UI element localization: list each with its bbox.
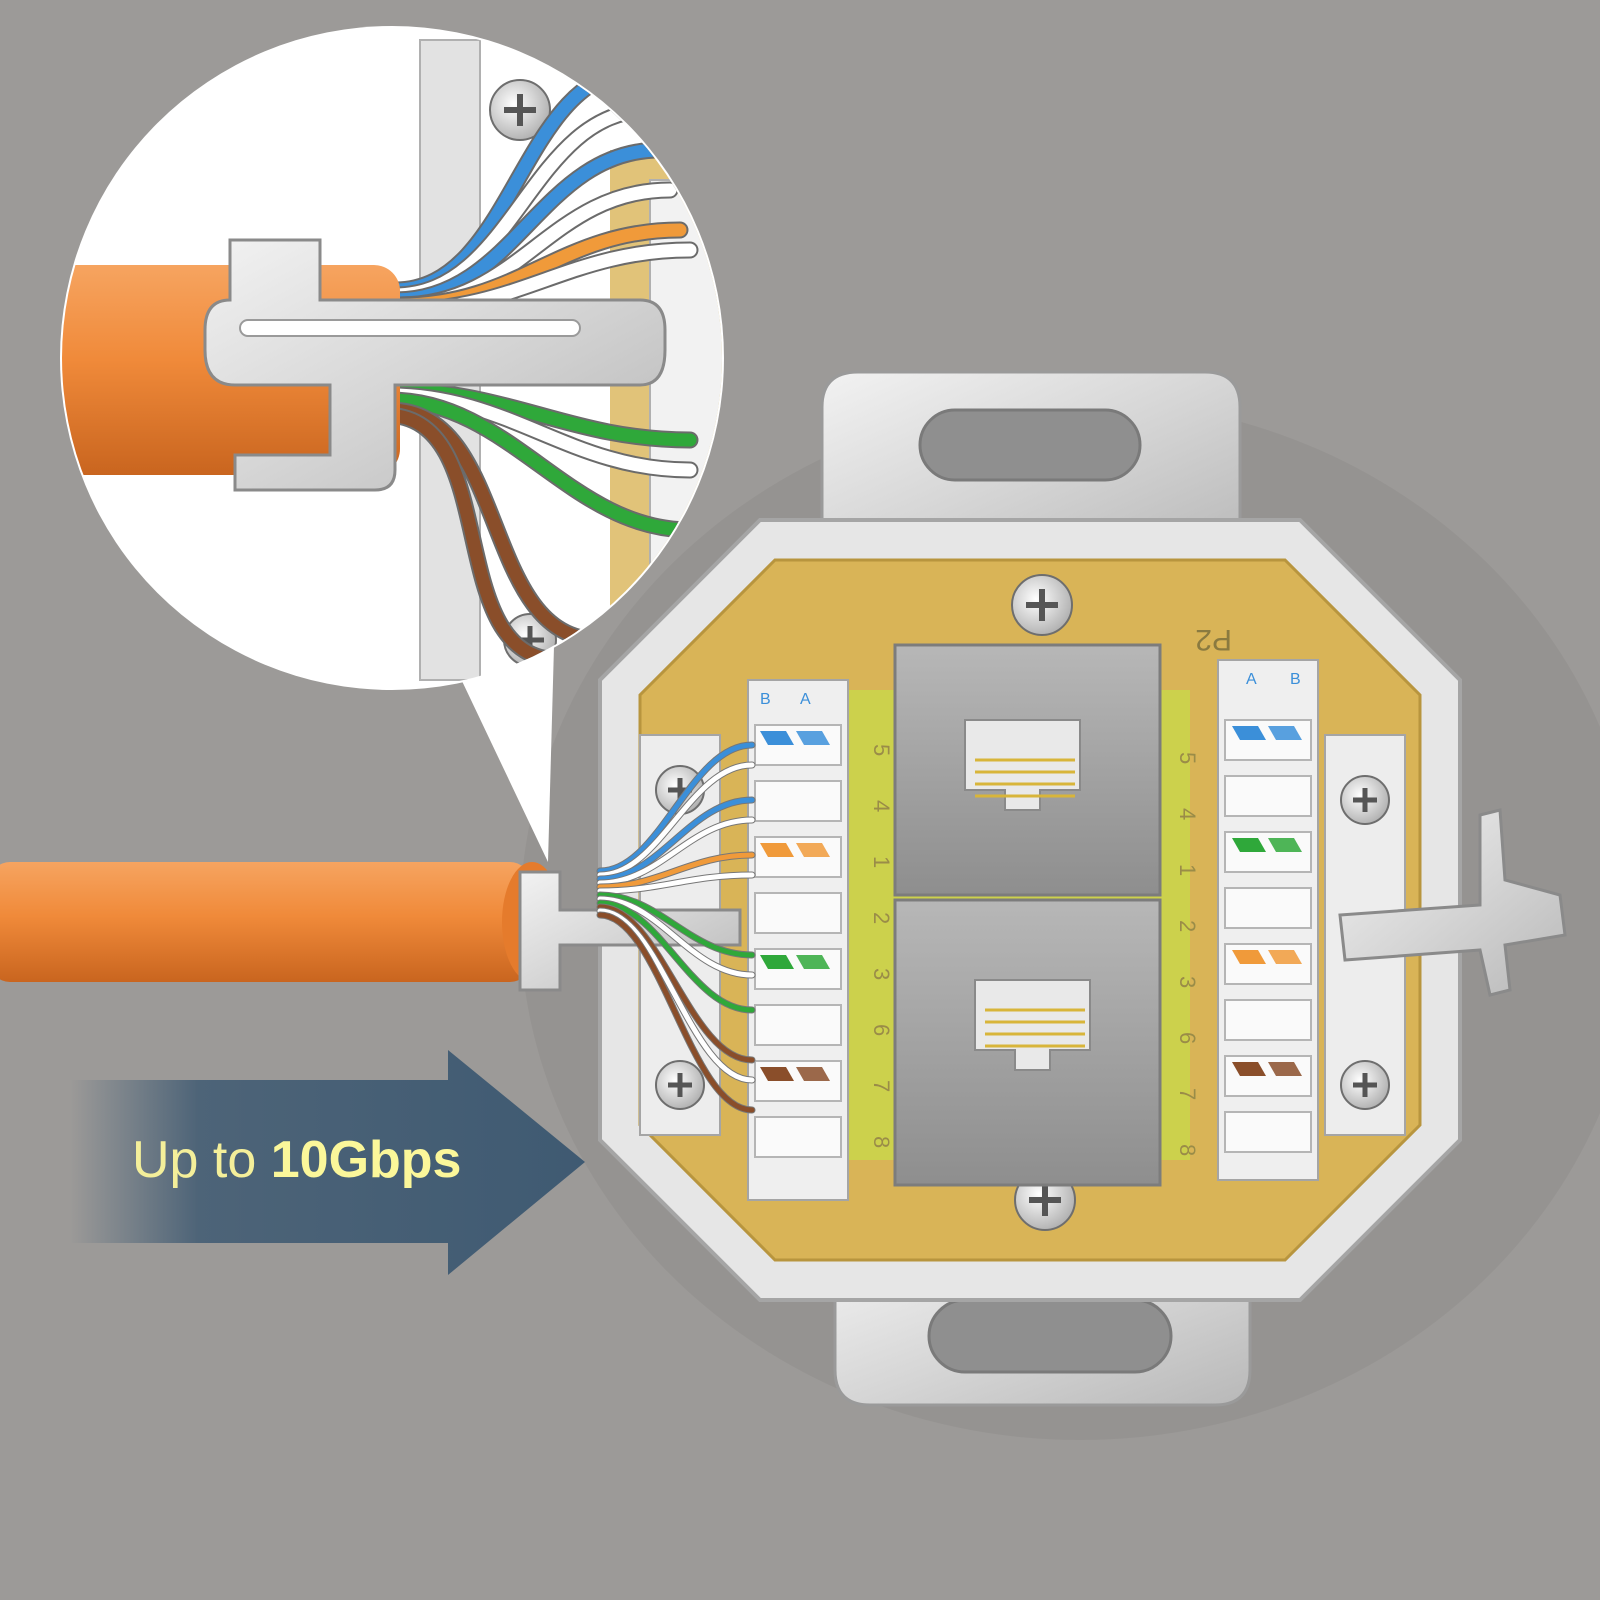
left-pin-number: 8 xyxy=(869,1136,894,1148)
left-pin-number: 5 xyxy=(869,744,894,756)
left-idc-block xyxy=(747,679,849,1201)
screw-icon xyxy=(489,79,551,141)
left-pin-number: 6 xyxy=(869,1024,894,1036)
idc-slot-marker xyxy=(796,955,830,969)
idc-slot-marker xyxy=(796,843,830,857)
wire xyxy=(597,762,755,878)
idc-slot-marker xyxy=(760,731,794,745)
right-pin-number: 4 xyxy=(1175,808,1200,820)
idc-slot xyxy=(754,1004,842,1046)
rj45-port-icon xyxy=(893,643,1162,897)
zoom-wire xyxy=(383,393,697,537)
screw-icon xyxy=(1011,574,1073,636)
screw-icon xyxy=(1340,775,1390,825)
idc-slot xyxy=(754,892,842,934)
right-pin-number: 8 xyxy=(1175,1144,1200,1156)
idc-slot-marker xyxy=(1268,950,1302,964)
pcb-board-label: P2 xyxy=(1195,623,1232,656)
wire xyxy=(597,742,755,874)
wire xyxy=(597,912,755,1113)
zoom-callout xyxy=(60,26,724,862)
idc-slot-marker xyxy=(1268,726,1302,740)
wire xyxy=(597,900,755,1013)
rj45-port-icon xyxy=(893,898,1162,1187)
left-column-a-label: A xyxy=(800,691,811,708)
left-pin-number: 7 xyxy=(869,1080,894,1092)
right-pin-number: 1 xyxy=(1175,864,1200,876)
left-pin-number: 1 xyxy=(869,856,894,868)
wire xyxy=(597,896,755,978)
right-pin-number: 3 xyxy=(1175,976,1200,988)
idc-slot-marker xyxy=(1268,838,1302,852)
wire xyxy=(597,872,755,894)
right-pin-numbers: 5 4 1 2 3 6 7 8 xyxy=(1175,752,1200,1156)
right-idc-block xyxy=(1217,659,1319,1181)
wire xyxy=(597,904,755,1063)
zoom-wire xyxy=(383,403,607,647)
ethernet-cable xyxy=(0,741,756,1114)
keyhole-slot-icon xyxy=(927,1298,1173,1374)
right-column-a-label: A xyxy=(1246,671,1257,688)
wire xyxy=(597,817,755,886)
junction-box: P2 B A A B 5 4 1 2 3 6 7 8 5 4 1 2 3 6 7 8 xyxy=(598,370,1567,1407)
idc-slot-marker xyxy=(760,1067,794,1081)
right-pin-number: 6 xyxy=(1175,1032,1200,1044)
idc-slot-marker xyxy=(1232,1062,1266,1076)
left-pin-number: 2 xyxy=(869,912,894,924)
left-pin-numbers: 5 4 1 2 3 6 7 8 xyxy=(869,744,894,1148)
right-pin-number: 2 xyxy=(1175,920,1200,932)
screw-icon xyxy=(1340,1060,1390,1110)
wire xyxy=(597,797,755,882)
left-pin-number: 4 xyxy=(869,800,894,812)
left-pin-number: 3 xyxy=(869,968,894,980)
idc-slot-marker xyxy=(796,1067,830,1081)
right-column-b-label: B xyxy=(1290,671,1301,688)
idc-slot xyxy=(1224,887,1312,929)
wire xyxy=(597,908,755,1083)
right-pin-number: 5 xyxy=(1175,752,1200,764)
idc-slot-marker xyxy=(1232,726,1266,740)
direction-arrow-icon xyxy=(70,1050,585,1275)
idc-slot-marker xyxy=(796,731,830,745)
idc-slot xyxy=(1224,999,1312,1041)
idc-slot xyxy=(1224,1111,1312,1153)
right-pin-number: 7 xyxy=(1175,1088,1200,1100)
zoom-wire xyxy=(378,408,567,667)
shield-clip-icon xyxy=(1338,808,1567,997)
idc-slot-marker xyxy=(1268,1062,1302,1076)
idc-slot xyxy=(754,780,842,822)
keyhole-slot-icon xyxy=(918,408,1142,482)
shield-clip-icon xyxy=(203,238,667,492)
left-column-b-label: B xyxy=(760,691,771,708)
idc-slot-marker xyxy=(1232,838,1266,852)
idc-slot xyxy=(754,1116,842,1158)
wire xyxy=(597,892,755,958)
idc-slot-marker xyxy=(1232,950,1266,964)
wire-fan xyxy=(596,741,756,1114)
screw-icon xyxy=(655,1060,705,1110)
wire xyxy=(597,852,755,890)
idc-slot-marker xyxy=(760,955,794,969)
idc-slot-marker xyxy=(760,843,794,857)
idc-slot xyxy=(1224,775,1312,817)
